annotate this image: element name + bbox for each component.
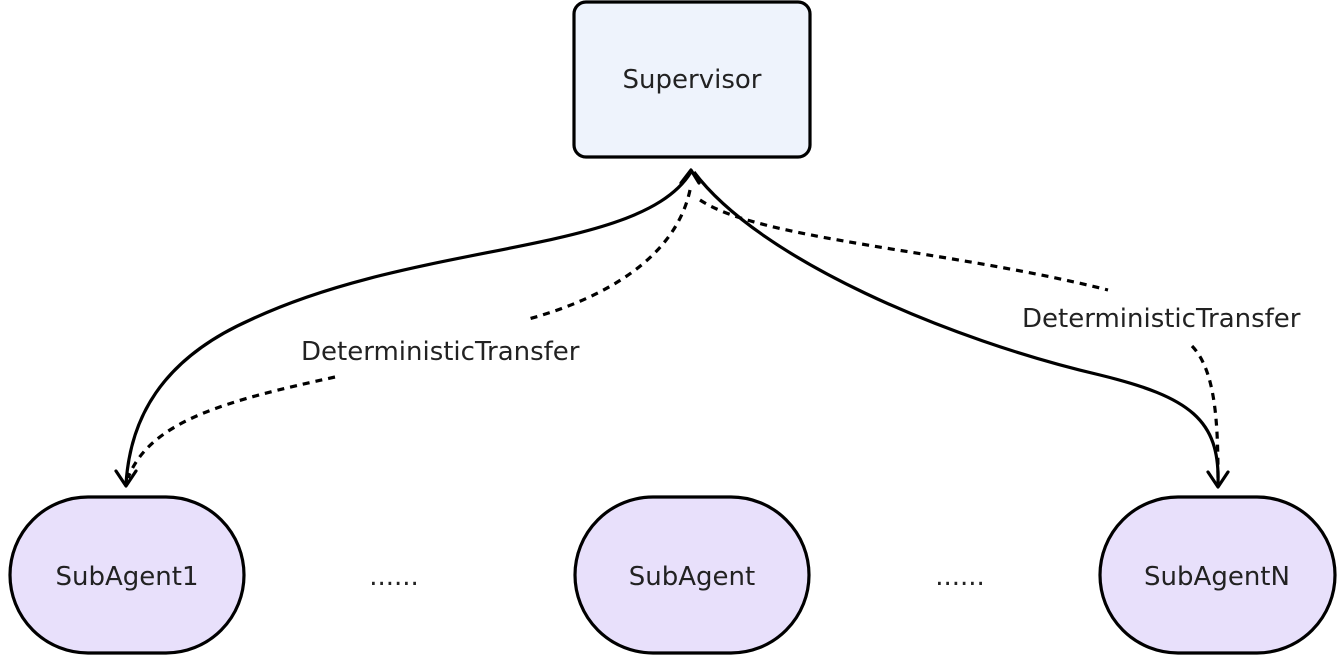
supervisor-node[interactable]: Supervisor bbox=[572, 0, 812, 159]
subagentN-node[interactable]: SubAgentN bbox=[1098, 495, 1337, 655]
edge-labels: DeterministicTransfer DeterministicTrans… bbox=[301, 304, 1301, 367]
supervisor-subagentN-solid-edge bbox=[692, 171, 1220, 485]
subagentN-box bbox=[1098, 495, 1337, 655]
edges bbox=[114, 168, 1230, 489]
arrowhead-subagentN bbox=[1206, 470, 1230, 489]
supervisor-subagent1-dashed-edge-upper bbox=[524, 189, 692, 322]
subagent1-label: SubAgent1 bbox=[56, 562, 199, 592]
subagent-box bbox=[573, 495, 811, 655]
edge-label-left: DeterministicTransfer bbox=[301, 337, 580, 367]
supervisor-subagentN-dashed-edge-lower bbox=[1190, 344, 1220, 479]
supervisor-label: Supervisor bbox=[623, 65, 762, 95]
arrowhead-subagent1 bbox=[114, 469, 138, 488]
subagent-node[interactable]: SubAgent bbox=[573, 495, 811, 655]
supervisor-box bbox=[572, 0, 812, 159]
arrowhead-supervisor-left bbox=[679, 168, 701, 185]
subagent-label: SubAgent bbox=[629, 562, 755, 592]
edge-label-right: DeterministicTransfer bbox=[1022, 304, 1301, 334]
subagent1-box bbox=[8, 495, 246, 655]
supervisor-subagent1-dashed-edge-lower bbox=[126, 375, 336, 479]
ellipsis-left: ...... bbox=[369, 562, 419, 592]
subagent1-node[interactable]: SubAgent1 bbox=[8, 495, 246, 655]
supervisor-subagentN-dashed-edge-upper bbox=[699, 198, 1109, 292]
supervisor-subagent1-solid-edge bbox=[124, 171, 693, 485]
subagentN-label: SubAgentN bbox=[1144, 562, 1290, 592]
ellipsis-right: ...... bbox=[935, 562, 985, 592]
